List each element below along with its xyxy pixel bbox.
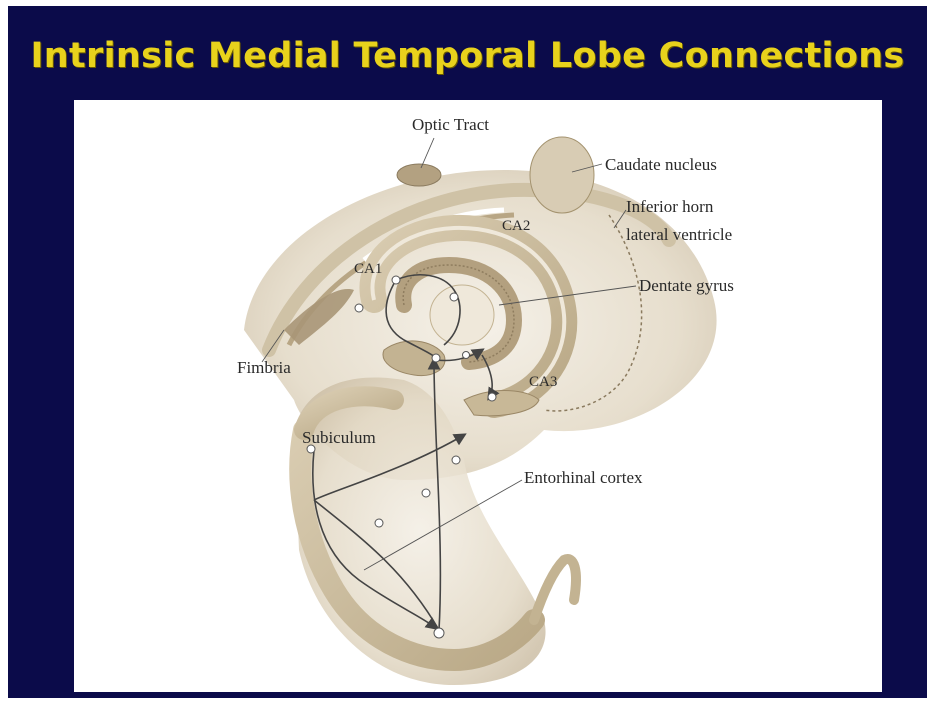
node-8 xyxy=(375,519,383,527)
caudate-nucleus-shape xyxy=(530,137,594,213)
label-caudate-nucleus: Caudate nucleus xyxy=(605,155,717,174)
node-3 xyxy=(432,354,440,362)
label-ca1: CA1 xyxy=(354,261,382,277)
node-entorhinal xyxy=(434,628,444,638)
node-1 xyxy=(450,293,458,301)
node-ca1 xyxy=(392,276,400,284)
node-5 xyxy=(488,393,496,401)
label-ca2: CA2 xyxy=(502,218,530,234)
label-subiculum: Subiculum xyxy=(302,428,376,447)
label-optic-tract: Optic Tract xyxy=(412,115,489,134)
node-4 xyxy=(463,352,470,359)
slide-title: Intrinsic Medial Temporal Lobe Connectio… xyxy=(0,36,935,76)
label-inferior-horn-line1: Inferior horn xyxy=(626,197,714,216)
optic-tract-shape xyxy=(397,164,441,186)
diagram-panel: Optic Tract Caudate nucleus Inferior hor… xyxy=(74,100,882,692)
label-inferior-horn-line2: lateral ventricle xyxy=(626,225,732,244)
node-6 xyxy=(452,456,460,464)
label-ca3: CA3 xyxy=(529,374,557,390)
label-fimbria: Fimbria xyxy=(237,358,291,377)
node-2 xyxy=(355,304,363,312)
label-dentate-gyrus: Dentate gyrus xyxy=(639,276,734,295)
hippocampus-diagram: Optic Tract Caudate nucleus Inferior hor… xyxy=(74,100,882,692)
node-7 xyxy=(422,489,430,497)
label-entorhinal-cortex: Entorhinal cortex xyxy=(524,468,643,487)
